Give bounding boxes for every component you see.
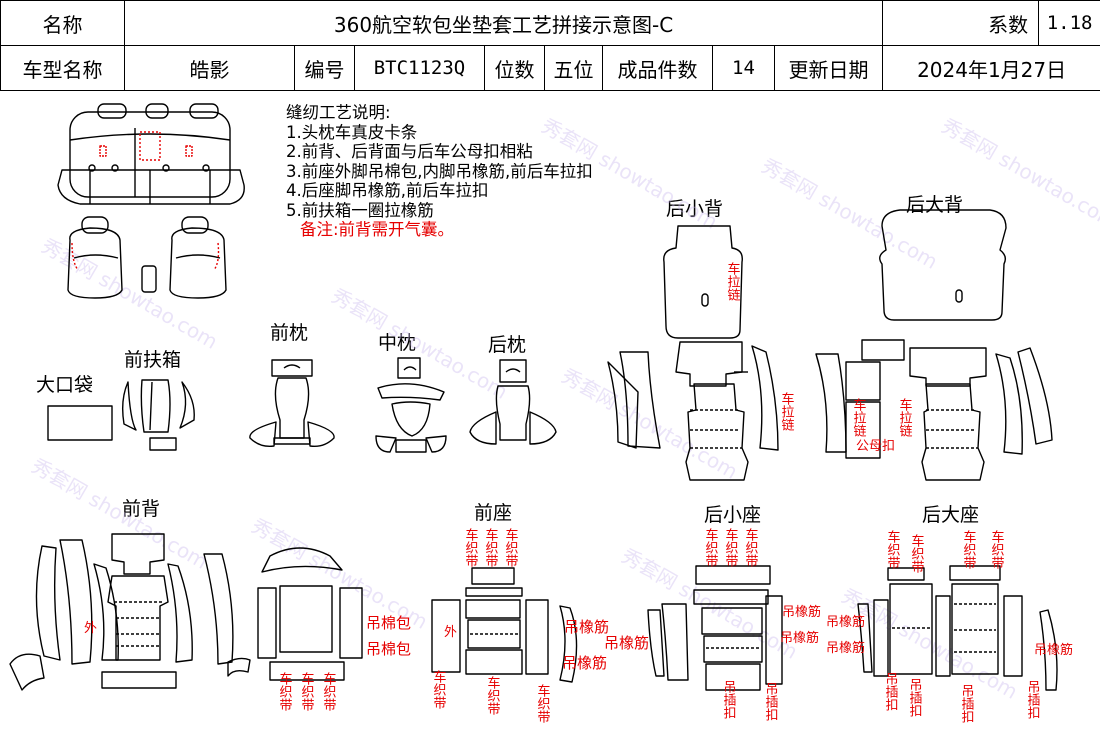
front-back-pieces bbox=[9, 533, 251, 691]
label-rear-small-back: 后小背 bbox=[666, 198, 724, 220]
webbing-label: 车织带 bbox=[431, 669, 447, 709]
webbing-label: 车织带 bbox=[961, 529, 977, 569]
label-front-headrest: 前枕 bbox=[270, 322, 309, 344]
rear-large-back-pieces bbox=[815, 209, 1053, 481]
diagram-title: 360航空软包坐垫套工艺拼接示意图-C bbox=[123, 0, 884, 46]
webbing-label: 车织带 bbox=[989, 529, 1005, 569]
clip-label: 吊插扣 bbox=[959, 684, 975, 723]
elastic-label: 吊橡筋 bbox=[782, 604, 821, 620]
clip-label: 吊插扣 bbox=[763, 682, 779, 721]
elastic-label: 吊橡筋 bbox=[780, 630, 819, 646]
webbing-label: 车织带 bbox=[299, 671, 315, 711]
label-middle-headrest: 中枕 bbox=[378, 332, 417, 354]
pattern-drawing: 秀套网 showtao.com 秀套网 showtao.com 秀套网 show… bbox=[9, 103, 1100, 723]
webbing-label: 车织带 bbox=[321, 671, 337, 711]
webbing-label: 车织带 bbox=[503, 527, 519, 567]
rear-headrest-pieces bbox=[469, 359, 557, 445]
code-value: BTC1123Q bbox=[354, 45, 485, 91]
rear-small-back-pieces bbox=[607, 225, 779, 481]
rear-bench-overview bbox=[57, 103, 245, 205]
zipper-label: 车拉链 bbox=[897, 397, 913, 438]
note-item: 3.前座外脚吊棉包,内脚吊橡筋,前后车拉扣 bbox=[286, 161, 593, 181]
note-item: 4.后座脚吊橡筋,前后车拉扣 bbox=[286, 181, 489, 200]
name-label: 名称 bbox=[0, 0, 125, 46]
elastic-label: 吊橡筋 bbox=[1034, 642, 1073, 658]
clip-label: 吊插扣 bbox=[721, 680, 737, 719]
seats-value: 五位 bbox=[544, 45, 603, 91]
pieces-value: 14 bbox=[712, 45, 775, 91]
front-armrest-pieces bbox=[121, 379, 195, 451]
pieces-label: 成品件数 bbox=[602, 45, 713, 91]
watermark-text: 秀套网 showtao.com bbox=[838, 584, 1022, 704]
watermark-text: 秀套网 showtao.com bbox=[538, 114, 722, 234]
cotton-pack-label: 吊棉包 bbox=[366, 640, 411, 658]
label-front-back: 前背 bbox=[122, 498, 161, 520]
label-front-armrest: 前扶箱 bbox=[124, 349, 182, 371]
elastic-label: 吊橡筋 bbox=[562, 654, 607, 672]
zipper-label: 车拉链 bbox=[725, 261, 741, 302]
webbing-label: 车织带 bbox=[463, 527, 479, 567]
code-label: 编号 bbox=[294, 45, 355, 91]
front-seat-pieces bbox=[257, 547, 578, 683]
watermark-layer: 秀套网 showtao.com 秀套网 showtao.com 秀套网 show… bbox=[28, 114, 1100, 704]
label-rear-headrest: 后枕 bbox=[488, 334, 527, 356]
webbing-label: 车织带 bbox=[703, 527, 719, 567]
clip-label: 吊插扣 bbox=[883, 672, 899, 711]
notes-title: 缝纫工艺说明: bbox=[286, 103, 391, 122]
sewing-notes: 缝纫工艺说明: 1.头枕车真皮卡条 2.前背、后背面与后车公母扣相粘 3.前座外… bbox=[286, 103, 593, 240]
note-item: 2.前背、后背面与后车公母扣相粘 bbox=[286, 142, 533, 161]
zipper-label: 车拉链 bbox=[779, 391, 795, 432]
date-label: 更新日期 bbox=[773, 45, 884, 91]
elastic-label: 吊橡筋 bbox=[564, 618, 609, 636]
watermark-text: 秀套网 showtao.com bbox=[38, 234, 222, 354]
seats-label: 位数 bbox=[484, 45, 545, 91]
outer-label: 外 bbox=[444, 625, 457, 640]
front-seats-overview bbox=[67, 216, 227, 299]
big-pocket-piece bbox=[47, 405, 113, 441]
annotations: 车拉链 车拉链 车拉链 车拉链 公母扣 车织带 车织带 车织带 车织带 车织带 … bbox=[84, 261, 1073, 723]
snap-label: 公母扣 bbox=[856, 439, 895, 454]
outer-label: 外 bbox=[84, 621, 97, 636]
clip-label: 吊插扣 bbox=[1025, 680, 1041, 719]
webbing-label: 车织带 bbox=[723, 527, 739, 567]
front-headrest-pieces bbox=[249, 359, 335, 448]
webbing-label: 车织带 bbox=[277, 671, 293, 711]
middle-headrest-pieces bbox=[375, 357, 447, 453]
coef-value: 1.18 bbox=[1038, 0, 1100, 46]
watermark-text: 秀套网 showtao.com bbox=[328, 284, 512, 404]
webbing-label: 车织带 bbox=[483, 527, 499, 567]
note-item: 1.头枕车真皮卡条 bbox=[286, 122, 418, 142]
webbing-label: 车织带 bbox=[743, 527, 759, 567]
zipper-label: 车拉链 bbox=[851, 397, 867, 438]
note-item: 5.前扶箱一圈拉橡筋 bbox=[286, 200, 434, 220]
notes-remark: 备注:前背需开气囊。 bbox=[300, 220, 455, 239]
elastic-label: 吊橡筋 bbox=[826, 640, 865, 656]
webbing-label: 车织带 bbox=[909, 533, 925, 573]
model-value: 皓影 bbox=[124, 45, 295, 91]
webbing-label: 车织带 bbox=[535, 683, 551, 723]
elastic-label: 吊橡筋 bbox=[826, 614, 865, 630]
coef-label: 系数 bbox=[882, 0, 1040, 46]
webbing-label: 车织带 bbox=[485, 675, 501, 715]
clip-label: 吊插扣 bbox=[907, 678, 923, 717]
rear-small-seat-pieces bbox=[647, 565, 783, 691]
webbing-label: 车织带 bbox=[885, 529, 901, 569]
date-value: 2024年1月27日 bbox=[882, 45, 1100, 91]
cotton-pack-label: 吊棉包 bbox=[366, 614, 411, 632]
label-rear-small-seat: 后小座 bbox=[704, 504, 762, 526]
model-label: 车型名称 bbox=[0, 45, 125, 91]
label-rear-large-seat: 后大座 bbox=[922, 504, 980, 526]
header-table: 名称 360航空软包坐垫套工艺拼接示意图-C 系数 1.18 车型名称 皓影 编… bbox=[0, 0, 1100, 91]
label-big-pocket: 大口袋 bbox=[36, 374, 94, 396]
label-front-seat: 前座 bbox=[474, 502, 513, 524]
watermark-text: 秀套网 showtao.com bbox=[758, 154, 942, 274]
elastic-label: 吊橡筋 bbox=[604, 634, 649, 652]
rear-large-seat-pieces bbox=[857, 565, 1058, 691]
watermark-text: 秀套网 showtao.com bbox=[938, 114, 1100, 234]
